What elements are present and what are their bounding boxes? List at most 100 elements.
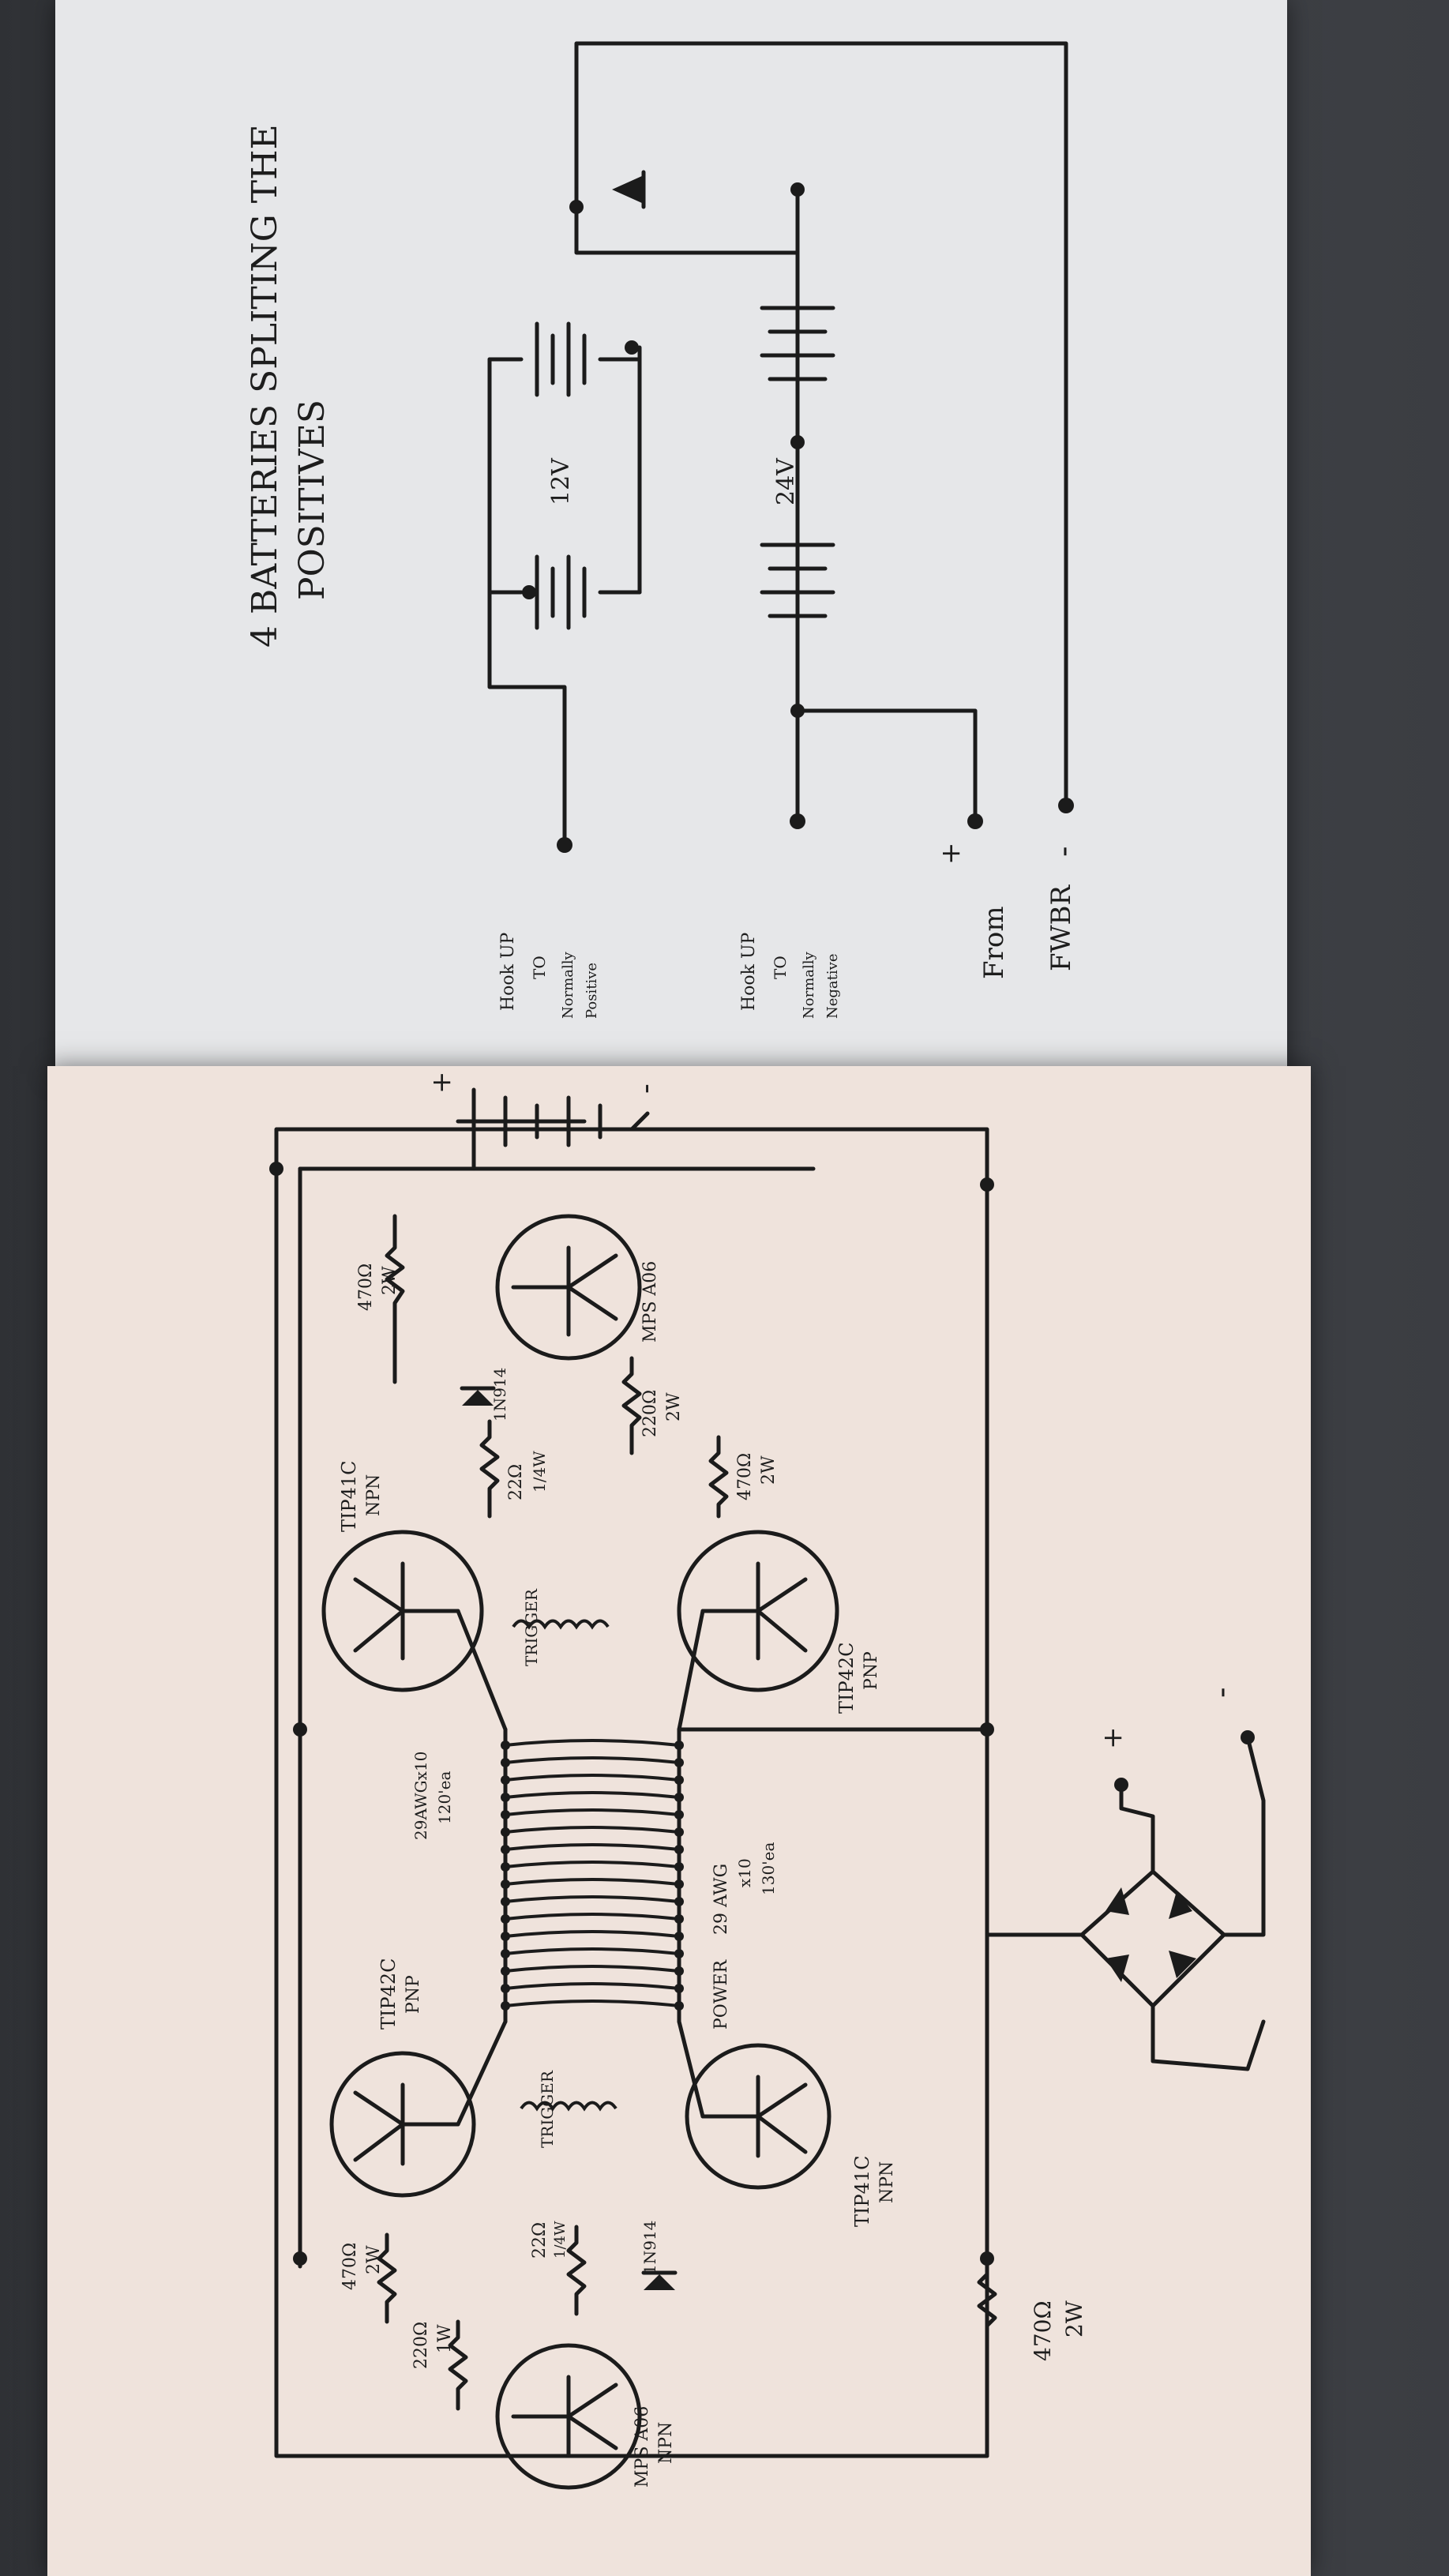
coil-tap bbox=[674, 1775, 684, 1785]
terminal-normally-negative bbox=[790, 813, 805, 829]
from-label: From bbox=[978, 906, 1010, 979]
coil-winding bbox=[505, 1739, 680, 1747]
svg-text:470Ω: 470Ω bbox=[340, 2243, 360, 2290]
hookup-pos-line1: Hook UP bbox=[498, 932, 518, 1011]
coil-tap bbox=[674, 1949, 684, 1958]
label-12v: 12V bbox=[547, 457, 575, 505]
svg-text:Negative: Negative bbox=[824, 954, 841, 1019]
coil-tap bbox=[501, 1758, 510, 1767]
coil-spec-power: POWER bbox=[711, 1958, 731, 2030]
svg-text:Normally: Normally bbox=[801, 951, 817, 1019]
battery-plus: + bbox=[426, 1072, 457, 1095]
coil-winding bbox=[505, 1791, 680, 1799]
coil-winding bbox=[505, 1947, 680, 1955]
battery-minus: - bbox=[628, 1083, 663, 1094]
svg-text:22Ω: 22Ω bbox=[530, 2222, 550, 2259]
resistor-470-right-lower bbox=[708, 1435, 729, 1519]
fwbr-plus-sign: + bbox=[935, 843, 967, 866]
coil-tap bbox=[674, 1827, 684, 1837]
coil-tap bbox=[501, 1810, 510, 1819]
svg-text:TRIGGER: TRIGGER bbox=[538, 2070, 557, 2148]
transistor-tip42c-bottom-right bbox=[677, 1530, 839, 1692]
svg-text:22Ω: 22Ω bbox=[506, 1464, 526, 1500]
transistor-tip42c-top-left bbox=[329, 2051, 476, 2198]
coil-tap bbox=[501, 1793, 510, 1802]
svg-text:2W: 2W bbox=[380, 1266, 400, 1295]
svg-text:1N914: 1N914 bbox=[640, 2221, 659, 2274]
coil-tap bbox=[674, 1758, 684, 1767]
svg-text:1W: 1W bbox=[435, 2324, 455, 2353]
svg-text:2W: 2W bbox=[1061, 2300, 1087, 2338]
coil-winding bbox=[505, 1913, 680, 1921]
coil-winding bbox=[505, 2000, 680, 2007]
svg-text:MPS A06: MPS A06 bbox=[640, 1261, 660, 1342]
trigger-coil-right bbox=[512, 1619, 610, 1630]
coil-tap bbox=[674, 1914, 684, 1924]
terminal-normally-positive bbox=[557, 837, 572, 853]
resistor-470-bottom bbox=[977, 2256, 997, 2348]
schematic-page-batteries bbox=[55, 0, 1287, 1074]
svg-text:2W: 2W bbox=[759, 1455, 779, 1485]
resistor-470-left bbox=[377, 2232, 397, 2324]
coil-spec-top: 29AWGx10 bbox=[411, 1752, 430, 1840]
coil-winding bbox=[505, 1843, 680, 1851]
svg-text:TRIGGER: TRIGGER bbox=[522, 1588, 541, 1666]
transistor-mpsa06-right bbox=[495, 1214, 642, 1361]
svg-text:PNP: PNP bbox=[404, 1975, 423, 2014]
coil-tap bbox=[501, 1966, 510, 1976]
svg-text:220Ω: 220Ω bbox=[411, 2322, 431, 2369]
terminal-fwbr-negative bbox=[1058, 798, 1074, 813]
svg-text:NPN: NPN bbox=[656, 2422, 676, 2464]
coil-tap bbox=[501, 1949, 510, 1958]
coil-winding bbox=[505, 1826, 680, 1834]
svg-text:Positive: Positive bbox=[584, 963, 600, 1019]
battery-title-line2: POSITIVES bbox=[292, 400, 332, 600]
svg-text:TIP41C: TIP41C bbox=[338, 1460, 360, 1532]
coil-tap bbox=[501, 1775, 510, 1785]
coil-tap bbox=[674, 1932, 684, 1941]
svg-text:TO: TO bbox=[771, 956, 790, 979]
svg-text:1/4W: 1/4W bbox=[530, 1451, 549, 1493]
coil-tap bbox=[501, 1862, 510, 1872]
coil-tap bbox=[674, 1810, 684, 1819]
coil-tap bbox=[674, 1984, 684, 1993]
coil-tap bbox=[501, 1914, 510, 1924]
positive-hookup-wire bbox=[487, 357, 567, 847]
svg-text:PNP: PNP bbox=[862, 1651, 881, 1690]
resistor-22-left bbox=[566, 2225, 587, 2316]
coil-tap bbox=[501, 1932, 510, 1941]
transistor-tip41c-top-right bbox=[321, 1530, 484, 1692]
terminal-fwbr-positive bbox=[967, 813, 983, 829]
coil-tap bbox=[501, 1740, 510, 1750]
coil-tap bbox=[674, 1879, 684, 1889]
bridge-plus: + bbox=[1097, 1727, 1128, 1750]
coil-tap bbox=[674, 1740, 684, 1750]
svg-text:TIP42C: TIP42C bbox=[377, 1958, 400, 2030]
svg-text:TIP42C: TIP42C bbox=[835, 1642, 858, 1714]
transistor-mpsa06-left bbox=[495, 2343, 642, 2490]
coil-tap bbox=[674, 1966, 684, 1976]
svg-text:2W: 2W bbox=[664, 1392, 684, 1421]
svg-text:120'ea: 120'ea bbox=[435, 1771, 454, 1824]
diode-symbol bbox=[612, 175, 644, 204]
coil-tap bbox=[501, 1897, 510, 1906]
coil-tap bbox=[501, 1827, 510, 1837]
coil-tap bbox=[674, 2001, 684, 2011]
transistor-tip41c-bottom-left bbox=[685, 2043, 831, 2190]
svg-text:470Ω: 470Ω bbox=[735, 1453, 755, 1500]
coil-tap bbox=[674, 1897, 684, 1906]
svg-text:470Ω: 470Ω bbox=[1030, 2300, 1056, 2361]
svg-text:470Ω: 470Ω bbox=[356, 1264, 376, 1311]
coil-winding bbox=[505, 1982, 680, 1990]
battery-title-line1: 4 BATTERIES SPLITING THE bbox=[245, 124, 285, 648]
coil-winding bbox=[505, 1878, 680, 1886]
svg-text:1N914: 1N914 bbox=[490, 1368, 509, 1421]
coil-winding bbox=[505, 1808, 680, 1816]
resistor-470-top-right bbox=[385, 1214, 405, 1384]
bridge-rectifier bbox=[1079, 1869, 1226, 2008]
fwbr-minus-sign: - bbox=[1045, 846, 1082, 857]
svg-text:x10: x10 bbox=[735, 1858, 754, 1887]
svg-text:NPN: NPN bbox=[364, 1474, 384, 1516]
